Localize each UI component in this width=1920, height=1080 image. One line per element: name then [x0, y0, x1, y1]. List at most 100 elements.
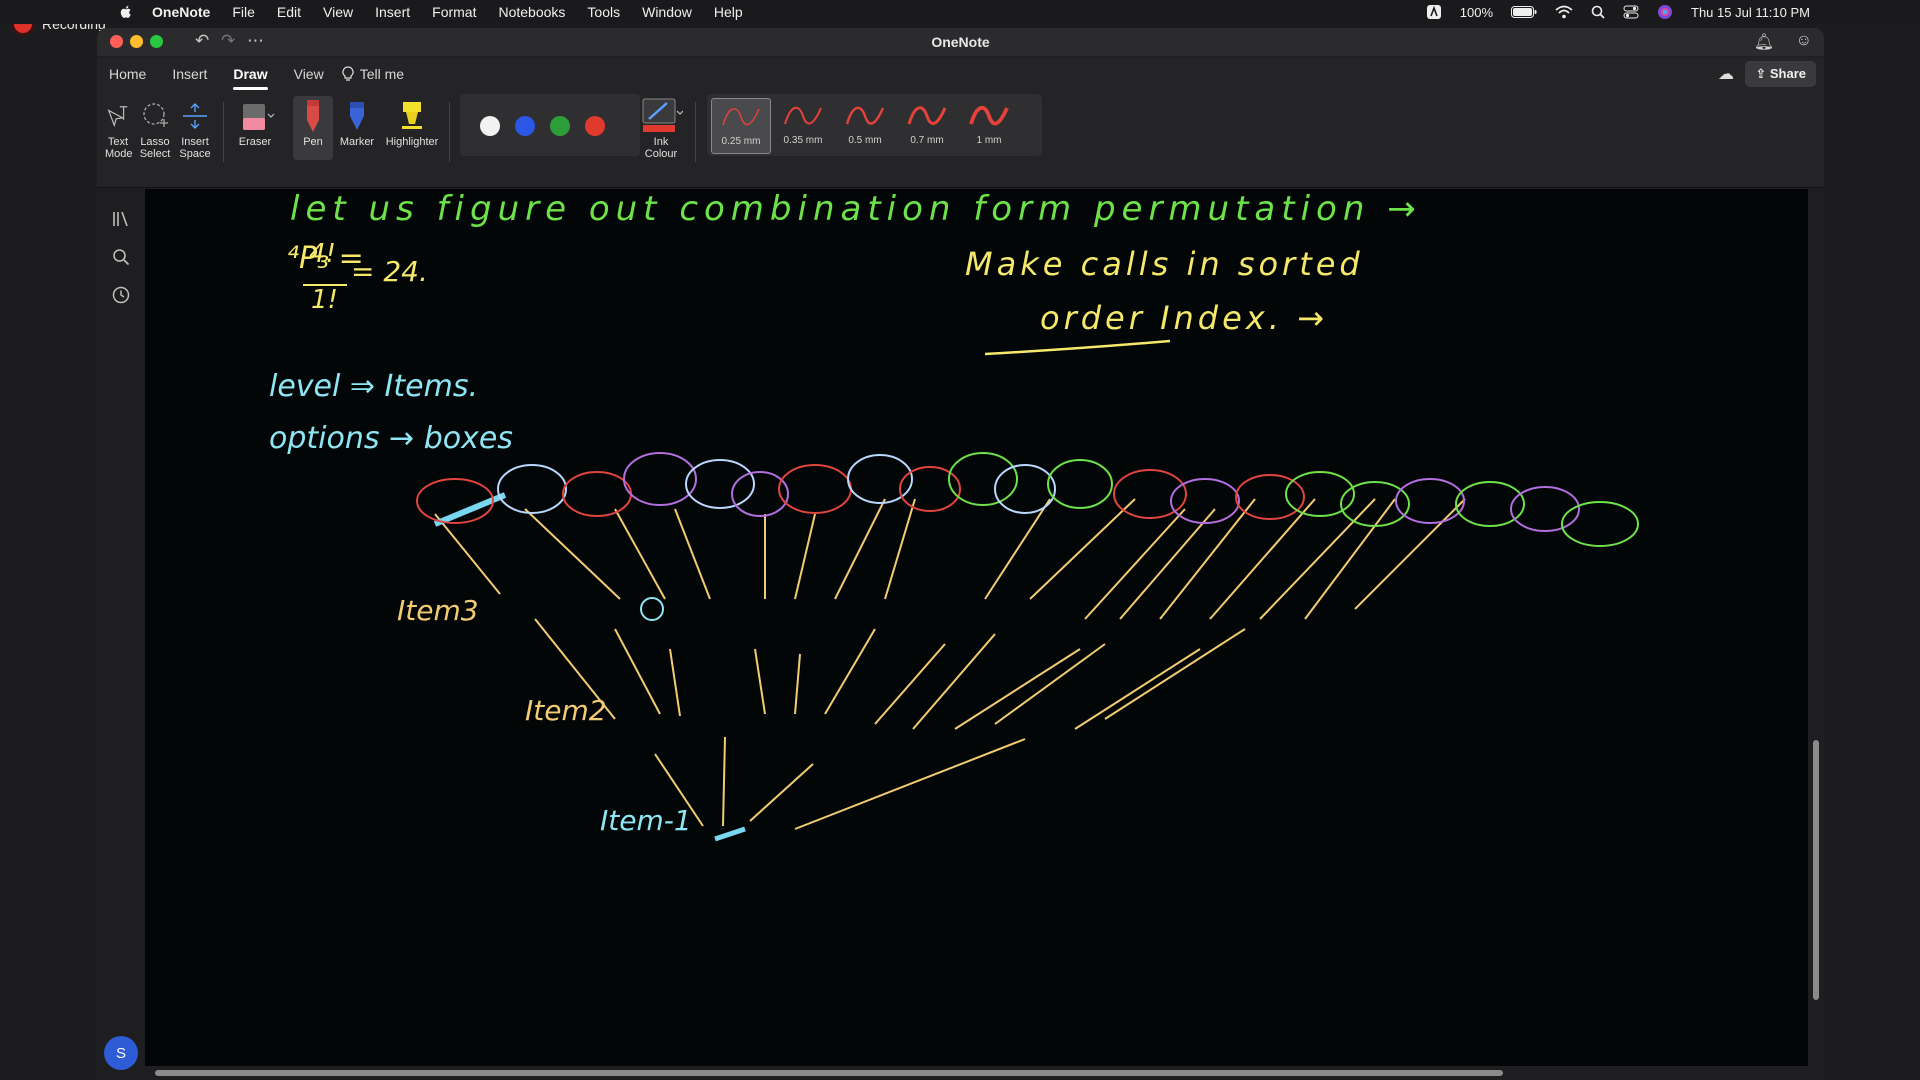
highlighter-icon — [402, 102, 422, 129]
horizontal-scroll-thumb[interactable] — [155, 1070, 1503, 1076]
toolbar-divider — [449, 102, 450, 162]
highlighter-label: Highlighter — [385, 136, 439, 148]
left-navigation: S — [97, 189, 145, 1080]
color-swatch-white[interactable] — [480, 116, 500, 136]
eraser-label: Eraser — [238, 136, 272, 148]
draw-toolbar: Text Mode Lasso Select Insert Space Eras… — [97, 90, 1824, 188]
formula-denominator: 1! — [311, 285, 338, 315]
title-bar: ↶ ↷ ⋯ OneNote 🔔︎ ☺ — [97, 28, 1824, 56]
siri-icon[interactable] — [1657, 4, 1673, 20]
ribbon-tabs: Home Insert Draw View Tell me ☁ ⇪ Share — [97, 58, 1824, 90]
apple-icon[interactable] — [118, 4, 134, 20]
menu-notebooks[interactable]: Notebooks — [498, 4, 566, 20]
menu-format[interactable]: Format — [432, 4, 477, 20]
thickness-label: 0.25 mm — [721, 136, 761, 147]
thickness-label: 0.7 mm — [910, 135, 944, 146]
highlighter-button[interactable]: Highlighter — [381, 96, 443, 148]
pen-button[interactable]: Pen — [293, 96, 333, 160]
undo-icon[interactable]: ↶ — [195, 31, 210, 50]
formula-numerator: 4! — [309, 239, 336, 269]
more-options-icon[interactable]: ⋯ — [247, 31, 264, 50]
marker-button[interactable]: Marker — [335, 96, 379, 148]
color-palette — [460, 94, 640, 156]
text-mode-icon — [107, 106, 128, 128]
thickness-option-0-25mm[interactable]: 0.25 mm — [711, 98, 771, 154]
thickness-option-0-35mm[interactable]: 0.35 mm — [773, 98, 833, 154]
wifi-icon[interactable] — [1555, 5, 1573, 19]
menu-view[interactable]: View — [323, 4, 354, 20]
lasso-icon — [143, 103, 168, 127]
recent-history-icon[interactable] — [109, 283, 133, 307]
color-swatch-red[interactable] — [585, 116, 605, 136]
stroke-sample-icon — [969, 106, 1009, 126]
label-item1: Item-1 — [600, 804, 692, 837]
insert-space-button[interactable]: Insert Space — [177, 96, 213, 160]
insert-space-label: Insert Space — [179, 136, 211, 160]
tell-me-label: Tell me — [359, 66, 405, 82]
horizontal-scrollbar[interactable] — [145, 1066, 1808, 1080]
search-icon[interactable] — [109, 245, 133, 269]
color-swatch-blue[interactable] — [515, 116, 535, 136]
note-make-calls: Make calls in sorted — [965, 245, 1364, 283]
lasso-select-label: Lasso Select — [139, 136, 171, 160]
thickness-label: 0.35 mm — [783, 135, 823, 146]
tab-home[interactable]: Home — [109, 66, 147, 82]
lasso-select-button[interactable]: Lasso Select — [137, 96, 173, 160]
battery-icon[interactable] — [1511, 6, 1537, 18]
notifications-bell-icon[interactable]: 🔔︎ — [1753, 34, 1774, 51]
text-mode-button[interactable]: Text Mode — [105, 96, 133, 160]
feedback-smiley-icon[interactable]: ☺ — [1795, 32, 1812, 49]
menu-insert[interactable]: Insert — [375, 4, 411, 20]
note-canvas[interactable]: let us figure out combination form permu… — [145, 189, 1808, 1080]
lightbulb-icon — [342, 66, 354, 81]
vertical-scroll-thumb[interactable] — [1813, 740, 1819, 1000]
thickness-option-1mm[interactable]: 1 mm — [959, 98, 1019, 154]
marker-label: Marker — [339, 136, 375, 148]
minimize-window-button[interactable] — [130, 35, 143, 48]
share-label: Share — [1769, 66, 1806, 81]
sync-status-icon[interactable]: ☁ — [1718, 66, 1734, 83]
notebooks-icon[interactable] — [109, 207, 133, 231]
thickness-label: 1 mm — [976, 135, 1002, 146]
marker-icon — [350, 102, 364, 130]
tell-me-search[interactable]: Tell me — [342, 66, 404, 82]
menu-help[interactable]: Help — [713, 4, 743, 20]
thickness-option-0-7mm[interactable]: 0.7 mm — [897, 98, 957, 154]
menu-edit[interactable]: Edit — [276, 4, 302, 20]
menu-window[interactable]: Window — [642, 4, 692, 20]
spotlight-search-icon[interactable] — [1591, 5, 1605, 19]
control-center-icon[interactable] — [1623, 5, 1639, 19]
note-order-index: order Index. → — [1040, 299, 1328, 337]
input-source-icon[interactable] — [1426, 4, 1442, 20]
insert-space-icon — [183, 103, 207, 129]
vertical-scrollbar[interactable] — [1808, 189, 1824, 1080]
share-button[interactable]: ⇪ Share — [1745, 61, 1816, 87]
tab-draw[interactable]: Draw — [233, 62, 268, 90]
battery-percent: 100% — [1459, 4, 1493, 20]
highlight-stroke — [714, 826, 746, 842]
ink-drawing — [303, 284, 1639, 842]
pen-thickness-gallery: 0.25 mm 0.35 mm 0.5 mm 0.7 mm 1 mm — [707, 94, 1042, 156]
color-swatch-green[interactable] — [550, 116, 570, 136]
menu-clock[interactable]: Thu 15 Jul 11:10 PM — [1691, 4, 1810, 20]
stroke-sample-icon — [907, 106, 947, 125]
zoom-window-button[interactable] — [150, 35, 163, 48]
avatar[interactable]: S — [104, 1036, 138, 1070]
redo-icon[interactable]: ↷ — [221, 31, 236, 50]
ink-colour-label: Ink Colour — [644, 136, 678, 160]
menu-file[interactable]: File — [232, 4, 255, 20]
tab-view[interactable]: View — [293, 66, 324, 82]
ink-colour-icon — [642, 98, 683, 132]
menu-tools[interactable]: Tools — [587, 4, 621, 20]
tab-insert[interactable]: Insert — [172, 66, 208, 82]
thickness-option-0-5mm[interactable]: 0.5 mm — [835, 98, 895, 154]
menu-app-name[interactable]: OneNote — [152, 4, 211, 20]
pen-label: Pen — [303, 136, 323, 148]
recursion-tree-lines — [434, 498, 1466, 830]
highlight-stroke — [433, 492, 507, 527]
ink-colour-button[interactable]: Ink Colour — [636, 96, 686, 160]
toolbar-divider — [223, 102, 224, 162]
eraser-button[interactable]: Eraser — [231, 96, 279, 148]
close-window-button[interactable] — [110, 35, 123, 48]
ink-underline — [984, 339, 1171, 356]
